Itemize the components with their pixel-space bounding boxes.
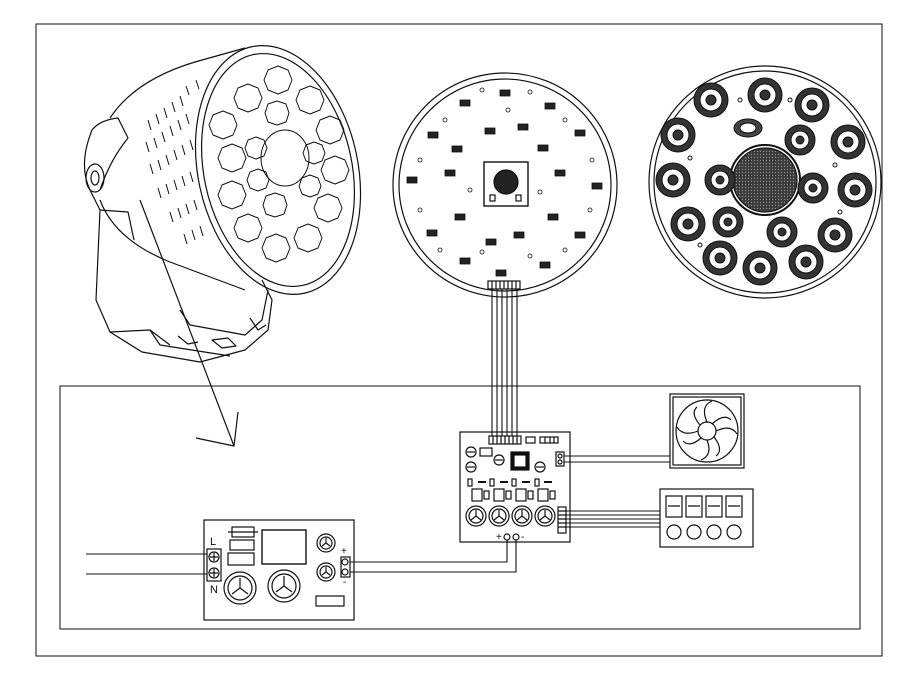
controller-capacitors	[465, 505, 556, 527]
outer-frame	[35, 23, 883, 657]
ribbon-cable	[491, 289, 518, 436]
power-supply-board	[203, 519, 355, 621]
dc-power-wires	[350, 540, 517, 573]
fixture-vent-slots	[145, 79, 204, 245]
controller-minus-label: -	[521, 532, 525, 543]
psu-line-label: L	[210, 536, 217, 548]
cooling-fan	[669, 393, 745, 469]
display-module	[659, 488, 754, 548]
lens-board-back	[648, 65, 882, 299]
wiring-panel	[59, 385, 861, 630]
led-board-vias	[417, 87, 595, 259]
fan-cable	[564, 455, 670, 463]
lens-board-optics	[655, 77, 873, 286]
psu-minus-label: -	[343, 577, 347, 588]
led-board-leds	[406, 89, 603, 277]
fixture-lenses	[208, 65, 350, 263]
par-light-fixture	[83, 45, 362, 447]
led-board-front	[392, 72, 618, 298]
pointer-arrow	[139, 199, 235, 447]
controller-board	[459, 431, 571, 543]
psu-neutral-label: N	[210, 584, 218, 596]
display-cable	[566, 510, 660, 528]
controller-plus-label: +	[496, 532, 502, 543]
mains-wires	[86, 553, 207, 575]
psu-plus-label: +	[341, 546, 347, 557]
